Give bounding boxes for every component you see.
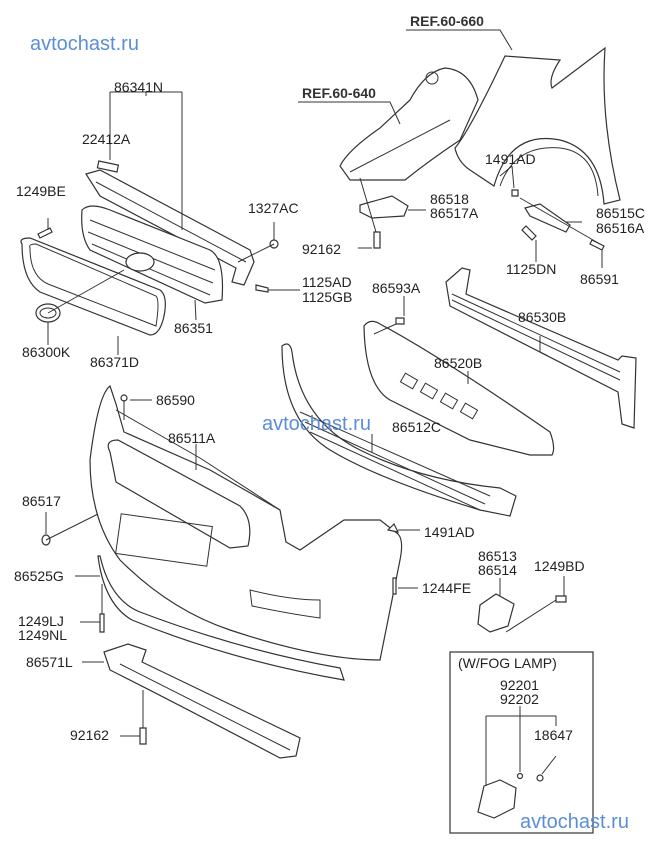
- front-bumper-cover-86511A: [89, 385, 403, 661]
- part-label-92201: 92201: [500, 677, 539, 693]
- inner-apron-ref-60-640: [339, 67, 479, 181]
- watermark-center: avtochast.ru: [262, 413, 371, 435]
- part-label-1249BE: 1249BE: [16, 183, 66, 199]
- undercover-86571L: [103, 643, 301, 759]
- part-label-86516A: 86516A: [596, 220, 645, 236]
- part-label-86517A: 86517A: [430, 205, 479, 221]
- grille-upper-bracket: [85, 169, 255, 286]
- fog-lamp-box: [449, 651, 594, 834]
- ref-60-640-label: REF.60-640: [302, 85, 376, 101]
- part-label-92202: 92202: [500, 691, 539, 707]
- grille-clip-22412A: [96, 160, 120, 173]
- part-label-1327AC: 1327AC: [248, 200, 299, 216]
- bumper-beam-86530B: [445, 267, 637, 429]
- watermark-bottom-right: avtochast.ru: [520, 811, 629, 833]
- bumper-lower-strip-86525G: [97, 555, 345, 681]
- fog-lamp-box-title: (W/FOG LAMP): [458, 655, 557, 671]
- lower-grille-86512C: [281, 343, 517, 517]
- part-label-86351: 86351: [174, 320, 213, 336]
- part-label-18647: 18647: [534, 727, 573, 743]
- bolt-1125DN: [521, 225, 537, 241]
- part-label-86512C: 86512C: [392, 419, 441, 435]
- bulb-18647: [516, 772, 544, 782]
- clip-86593A: [395, 317, 405, 325]
- part-label-1125AD: 1125AD: [302, 274, 352, 290]
- part-label-86511A: 86511A: [168, 430, 216, 446]
- bolt-92162-lower: [139, 727, 147, 745]
- part-label-86514: 86514: [478, 562, 517, 578]
- fog-lamp-92201: [477, 779, 517, 819]
- fender-ref-60-660: [454, 46, 621, 205]
- part-label-86593A: 86593A: [372, 280, 421, 296]
- part-label-1491AD-lower: 1491AD: [424, 524, 475, 540]
- clip-1491AD-lower: [386, 522, 400, 533]
- part-label-1244FE: 1244FE: [422, 580, 471, 596]
- part-label-1125GB: 1125GB: [302, 289, 352, 305]
- part-label-1491AD-upper: 1491AD: [485, 151, 536, 167]
- bolt-92162-upper: [373, 231, 381, 249]
- grille-frame-86371D: [20, 237, 166, 336]
- part-label-86590: 86590: [156, 392, 195, 408]
- fog-cover-86513: [477, 593, 515, 633]
- bolt-86591: [589, 239, 605, 251]
- bracket-86515C: [524, 203, 571, 233]
- part-label-86518: 86518: [430, 191, 469, 207]
- part-label-86520B: 86520B: [434, 355, 482, 371]
- part-label-86371D: 86371D: [90, 354, 139, 370]
- screw-1249LJ: [99, 613, 105, 633]
- ref-60-660-label: REF.60-660: [410, 13, 484, 29]
- bolt-1125AD: [255, 284, 269, 293]
- part-label-86530B: 86530B: [518, 309, 566, 325]
- part-label-92162-upper: 92162: [302, 241, 341, 257]
- part-label-1125DN: 1125DN: [506, 261, 556, 277]
- clip-1491AD-upper: [511, 189, 519, 197]
- part-label-1249BD: 1249BD: [534, 558, 585, 574]
- watermark-top-left: avtochast.ru: [30, 33, 139, 55]
- part-label-86571L: 86571L: [26, 654, 73, 670]
- bolt-1249BE: [37, 227, 53, 239]
- bracket-86518: [359, 195, 409, 219]
- part-label-86517: 86517: [22, 493, 61, 509]
- part-label-86513: 86513: [478, 548, 517, 564]
- part-label-22412A: 22412A: [82, 131, 131, 147]
- part-label-86341N: 86341N: [114, 79, 163, 95]
- energy-absorber-86520B: [363, 320, 555, 456]
- screw-1244FE: [392, 577, 397, 595]
- bolt-1249BD: [555, 595, 567, 603]
- part-label-86591: 86591: [580, 271, 619, 287]
- part-label-92162-lower: 92162: [70, 727, 109, 743]
- part-label-1249LJ: 1249LJ: [18, 613, 64, 629]
- part-label-86300K: 86300K: [22, 344, 71, 360]
- part-label-86525G: 86525G: [14, 568, 64, 584]
- part-label-1249NL: 1249NL: [18, 627, 67, 643]
- radiator-grille-86351: [81, 205, 224, 304]
- part-label-86515C: 86515C: [596, 205, 645, 221]
